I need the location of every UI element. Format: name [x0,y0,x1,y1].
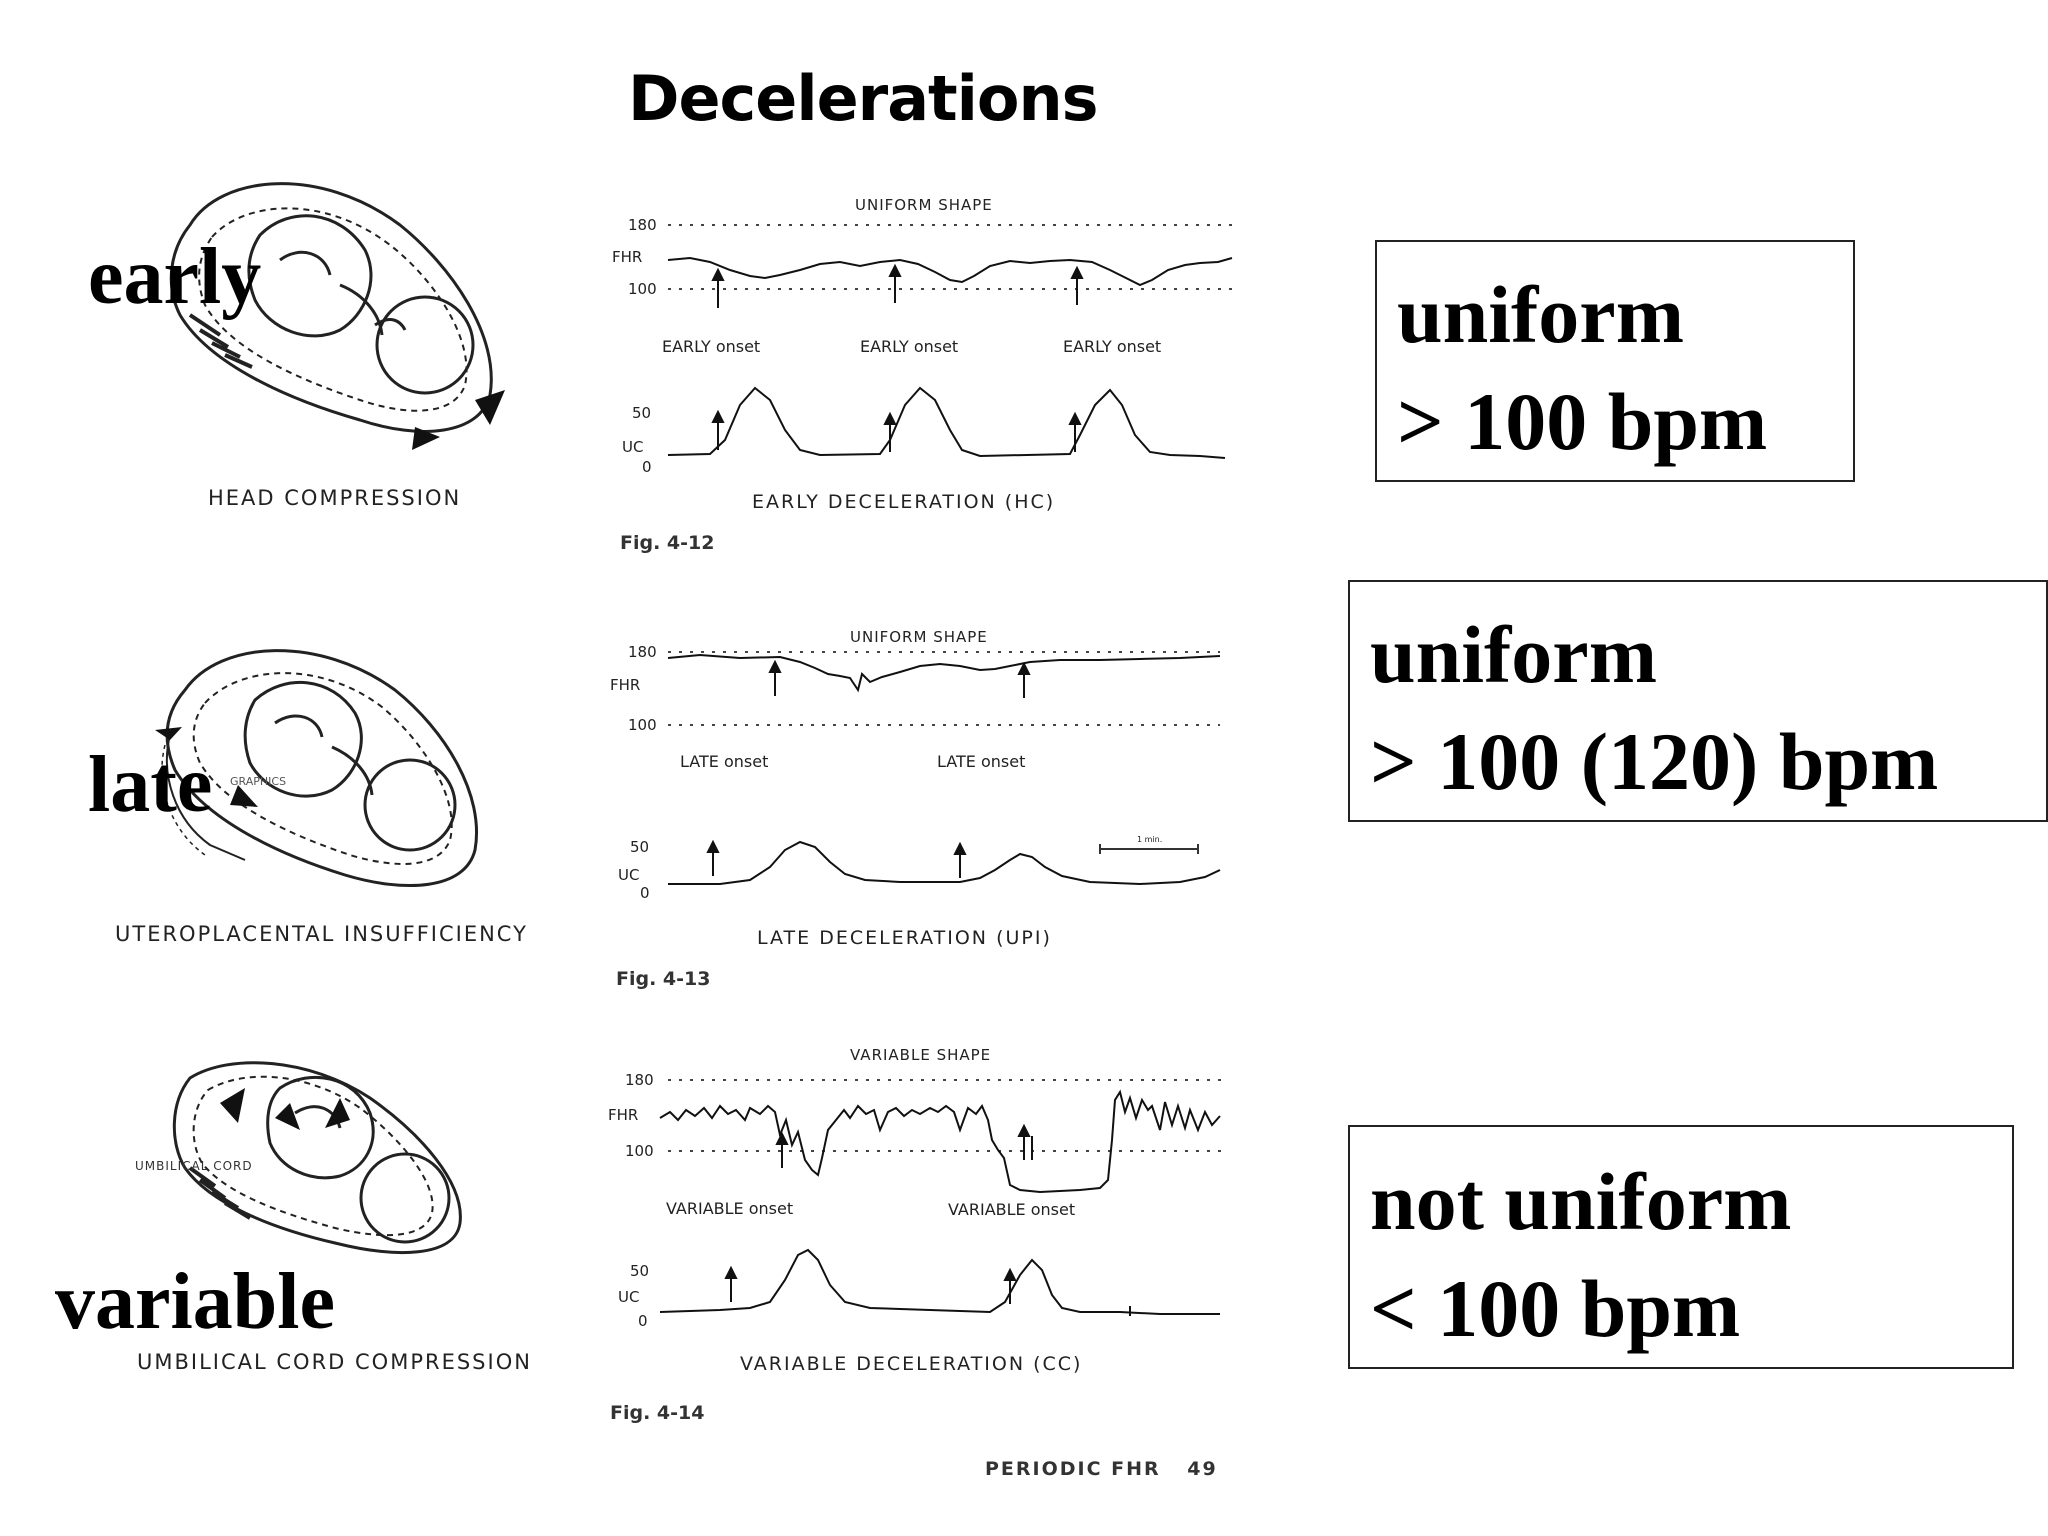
onset-label-2: VARIABLE onset [948,1200,1075,1219]
fhr-trace-line [668,258,1232,285]
slide-title: Decelerations [628,62,1098,135]
footer-page-number: 49 [1187,1458,1217,1480]
fhr-axis-label: FHR [608,1106,638,1124]
trace-caption: EARLY DECELERATION (HC) [752,491,1055,513]
caption-umbilical-cord-compression: UMBILICAL CORD COMPRESSION [137,1350,532,1374]
footer-text: PERIODIC FHR [985,1458,1161,1480]
summary-line-1: uniform [1350,602,2046,709]
uc-tick-0: 0 [638,1312,648,1330]
uc-axis-label: UC [618,866,639,884]
uc-trace-line [668,388,1225,458]
onset-label-1: VARIABLE onset [666,1199,793,1218]
summary-box-late: uniform > 100 (120) bpm [1348,580,2048,822]
page-footer: PERIODIC FHR 49 [985,1458,1218,1480]
label-variable: variable [55,1262,335,1342]
svg-text:GRAPHICS: GRAPHICS [230,775,286,788]
onset-label-2: EARLY onset [860,337,958,356]
fhr-tick-180: 180 [628,643,657,661]
summary-box-variable: not uniform < 100 bpm [1348,1125,2014,1369]
fhr-trace-line [660,1092,1220,1192]
uc-tick-50: 50 [630,838,649,856]
trace-caption: VARIABLE DECELERATION (CC) [740,1353,1082,1375]
fhr-axis-label: FHR [610,676,640,694]
fhr-trace-line [668,655,1220,690]
inner-label-umbilical-cord: UMBILICAL CORD [135,1159,253,1173]
summary-line-2: > 100 bpm [1377,369,1853,476]
shape-label: VARIABLE SHAPE [850,1046,991,1064]
fhr-tick-180: 180 [628,216,657,234]
fig-label-late: Fig. 4-13 [616,968,710,990]
trace-caption: LATE DECELERATION (UPI) [757,927,1052,949]
uc-axis-label: UC [622,438,643,456]
onset-label-1: EARLY onset [662,337,760,356]
summary-box-early: uniform > 100 bpm [1375,240,1855,482]
fig-label-early: Fig. 4-12 [620,532,714,554]
shape-label: UNIFORM SHAPE [855,196,993,214]
scale-label: 1 min. [1137,835,1162,844]
uc-tick-50: 50 [630,1262,649,1280]
early-deceleration-trace: UNIFORM SHAPE 180 FHR 100 EARLY onset EA… [600,190,1240,550]
summary-line-1: not uniform [1350,1149,2012,1256]
fhr-tick-100: 100 [625,1142,654,1160]
fhr-axis-label: FHR [612,248,642,266]
fhr-tick-180: 180 [625,1071,654,1089]
onset-label-2: LATE onset [937,752,1025,771]
late-deceleration-trace: UNIFORM SHAPE 180 FHR 100 LATE onset LAT… [600,622,1240,952]
summary-line-1: uniform [1377,262,1853,369]
label-late: late [88,745,212,825]
label-early: early [88,237,261,317]
onset-label-3: EARLY onset [1063,337,1161,356]
fhr-tick-100: 100 [628,716,657,734]
summary-line-2: < 100 bpm [1350,1256,2012,1363]
shape-label: UNIFORM SHAPE [850,628,988,646]
caption-head-compression: HEAD COMPRESSION [208,486,461,510]
fig-label-variable: Fig. 4-14 [610,1402,704,1424]
uc-tick-50: 50 [632,404,651,422]
umbilical-cord-compression-illustration: UMBILICAL CORD [130,1058,490,1258]
caption-uteroplacental: UTEROPLACENTAL INSUFFICIENCY [115,922,528,946]
fhr-tick-100: 100 [628,280,657,298]
variable-deceleration-trace: VARIABLE SHAPE 180 FHR 100 VARIABLE onse… [600,1040,1240,1380]
uc-axis-label: UC [618,1288,639,1306]
uc-tick-0: 0 [640,884,650,902]
uc-tick-0: 0 [642,458,652,476]
uc-trace-line [660,1250,1220,1314]
summary-line-2: > 100 (120) bpm [1350,709,2046,816]
onset-label-1: LATE onset [680,752,768,771]
